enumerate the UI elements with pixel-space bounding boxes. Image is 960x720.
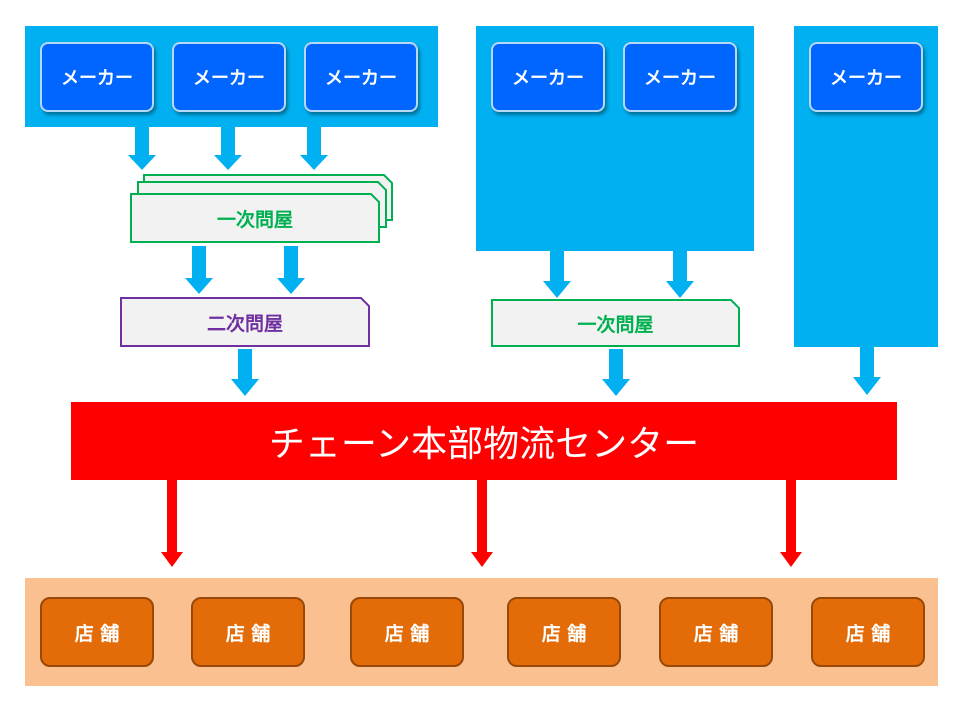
secondary-wholesaler-shape (120, 297, 370, 347)
arrow-down-icon (231, 349, 259, 396)
arrow-down-icon (666, 251, 694, 298)
maker-box: メーカー (623, 42, 737, 112)
primary-wholesaler-label: 一次問屋 (216, 208, 293, 231)
store-box: 店 舗 (507, 597, 621, 667)
secondary-wholesaler-label: 二次問屋 (206, 312, 283, 335)
primary-wholesaler-stack (130, 174, 393, 243)
chain-hq-distribution-center: チェーン本部物流センター (71, 402, 897, 480)
arrow-down-icon (185, 246, 213, 294)
arrow-down-icon (128, 127, 156, 170)
maker-box: メーカー (40, 42, 154, 112)
arrow-down-icon (543, 251, 571, 298)
arrow-down-icon (277, 246, 305, 294)
maker-box: メーカー (304, 42, 418, 112)
arrow-down-icon (300, 127, 328, 170)
store-box: 店 舗 (350, 597, 464, 667)
store-box: 店 舗 (40, 597, 154, 667)
arrow-down-icon (214, 127, 242, 170)
maker-box: メーカー (809, 42, 923, 112)
arrow-down-icon (471, 480, 493, 567)
store-box: 店 舗 (191, 597, 305, 667)
primary-wholesaler-middle-shape (491, 299, 740, 347)
store-box: 店 舗 (659, 597, 773, 667)
store-box: 店 舗 (811, 597, 925, 667)
maker-box: メーカー (491, 42, 605, 112)
primary-wholesaler-middle-label: 一次問屋 (577, 313, 654, 336)
arrow-down-icon (853, 347, 881, 395)
arrow-down-icon (780, 480, 802, 567)
arrow-down-icon (161, 480, 183, 567)
maker-box: メーカー (172, 42, 286, 112)
store-strip (25, 578, 938, 686)
arrow-down-icon (602, 349, 630, 396)
